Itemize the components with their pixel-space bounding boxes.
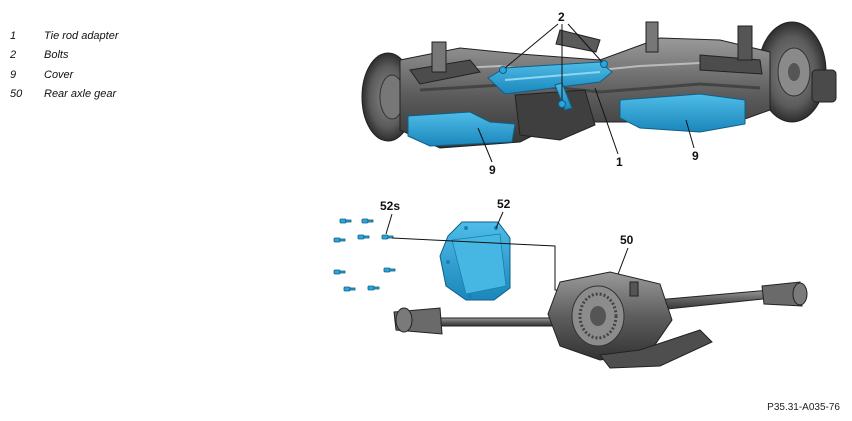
cover-right bbox=[619, 93, 746, 133]
legend-number: 50 bbox=[10, 88, 23, 101]
rear-axle-gear bbox=[547, 271, 713, 369]
legend-number: 9 bbox=[10, 68, 17, 81]
callout-9-right: 9 bbox=[692, 149, 699, 163]
legend-label: Bolts bbox=[44, 49, 69, 62]
bolt bbox=[499, 66, 507, 74]
legend-item: 2 Bolts bbox=[10, 46, 119, 66]
cover-bolts bbox=[333, 218, 396, 292]
callout-2: 2 bbox=[558, 10, 565, 24]
legend-label: Rear axle gear bbox=[44, 88, 117, 101]
callout-52s: 52s bbox=[380, 199, 400, 213]
bolt bbox=[600, 60, 608, 68]
callout-52: 52 bbox=[497, 197, 511, 211]
reference-code: P35.31-A035-76 bbox=[767, 402, 840, 413]
legend-label: Cover bbox=[44, 68, 74, 81]
legend-item: 50 Rear axle gear bbox=[10, 85, 119, 105]
upper-leader-lines bbox=[477, 23, 695, 163]
axle-shafts bbox=[393, 281, 808, 335]
cover-left bbox=[407, 111, 516, 147]
legend-item: 1 Tie rod adapter bbox=[10, 26, 119, 46]
callout-9-left: 9 bbox=[489, 163, 496, 177]
legend-label: Tie rod adapter bbox=[44, 29, 119, 42]
legend: 1 Tie rod adapter 2 Bolts 9 Cover 50 Rea… bbox=[10, 26, 119, 104]
callout-50: 50 bbox=[620, 233, 634, 247]
callout-1: 1 bbox=[616, 155, 623, 169]
legend-number: 2 bbox=[10, 49, 17, 62]
legend-number: 1 bbox=[10, 29, 17, 42]
bolt bbox=[558, 100, 566, 108]
rear-axle-assembly bbox=[361, 21, 837, 149]
legend-item: 9 Cover bbox=[10, 65, 119, 85]
